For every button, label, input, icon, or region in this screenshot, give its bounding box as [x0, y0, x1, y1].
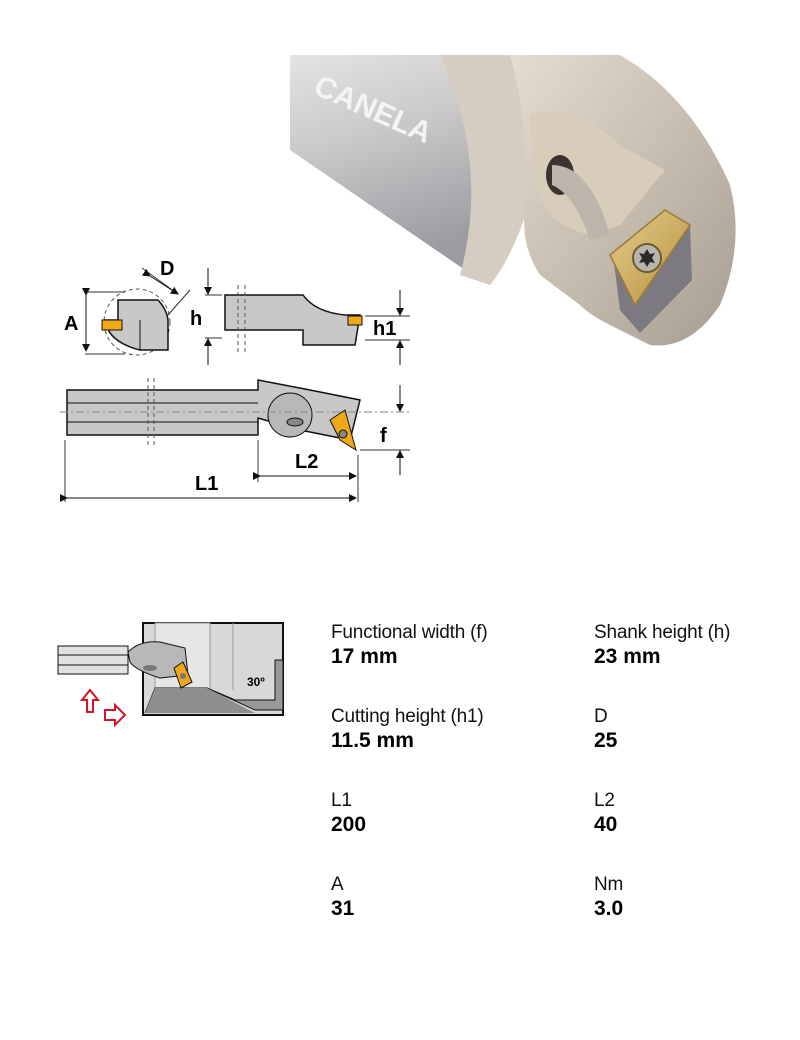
- label-A: A: [64, 313, 78, 335]
- feed-right-arrow-icon: [104, 702, 127, 728]
- dimension-drawing: A D h h1 f: [50, 250, 420, 510]
- spec-value: 11.5 mm: [331, 729, 414, 752]
- spec-value: 3.0: [594, 897, 624, 920]
- spec-label: L2: [594, 790, 615, 811]
- spec-a: A 31: [331, 874, 354, 922]
- spec-label: Nm: [594, 874, 624, 895]
- spec-l2: L2 40: [594, 790, 617, 838]
- spec-d: D 25: [594, 706, 617, 754]
- spec-label: D: [594, 706, 608, 727]
- spec-value: 200: [331, 813, 367, 836]
- spec-label: Cutting height (h1): [331, 706, 484, 727]
- label-L2: L2: [295, 451, 318, 473]
- label-h1: h1: [373, 318, 396, 340]
- spec-label: Functional width (f): [331, 622, 488, 643]
- label-f: f: [380, 425, 387, 447]
- label-D: D: [160, 258, 174, 280]
- spec-value: 17 mm: [331, 645, 398, 668]
- spec-label: A: [331, 874, 344, 895]
- spec-value: 40: [594, 813, 618, 836]
- label-h: h: [190, 308, 202, 330]
- feed-up-arrow-icon: [79, 688, 101, 713]
- angle-label: 30º: [247, 675, 265, 689]
- application-diagram: 30º: [50, 610, 300, 740]
- spec-nm: Nm 3.0: [594, 874, 623, 922]
- spec-cutting-height: Cutting height (h1) 11.5 mm: [331, 706, 484, 754]
- spec-label: L1: [331, 790, 352, 811]
- spec-value: 31: [331, 897, 355, 920]
- spec-value: 25: [594, 729, 618, 752]
- label-L1: L1: [195, 473, 218, 495]
- spec-value: 23 mm: [594, 645, 661, 668]
- spec-functional-width: Functional width (f) 17 mm: [331, 622, 488, 670]
- spec-shank-height: Shank height (h) 23 mm: [594, 622, 730, 670]
- product-photo: CANELA: [290, 55, 750, 355]
- spec-l1: L1 200: [331, 790, 366, 838]
- spec-label: Shank height (h): [594, 622, 731, 643]
